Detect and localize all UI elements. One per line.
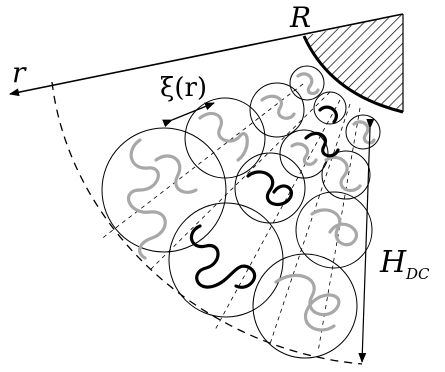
grey-chain-small-a — [260, 94, 296, 120]
blob-small-b — [279, 129, 329, 179]
blob-large-left — [101, 127, 227, 253]
label-hdc: H — [379, 245, 407, 280]
grey-chain-bottom-right — [274, 273, 341, 332]
blob-medium-upper — [184, 97, 266, 179]
radial-guide-lines — [99, 83, 361, 353]
grey-chain-right-mid — [324, 155, 362, 192]
black-chain-bottom — [189, 224, 257, 289]
label-hdc-sub: DC — [405, 265, 430, 283]
blob-large-bottom — [168, 202, 284, 318]
blob-tiny-c — [345, 114, 381, 150]
brush-outer-boundary — [51, 81, 363, 365]
core-boundary — [302, 35, 404, 114]
xi-arrow — [162, 102, 215, 128]
sector-edge-left — [9, 13, 404, 97]
blob-medium-right — [295, 191, 373, 269]
black-chain-center — [246, 170, 293, 207]
hdc-arrow — [358, 118, 375, 363]
blob-tiny-a — [289, 65, 325, 101]
grey-chain-upper — [198, 112, 249, 162]
grey-chains — [127, 72, 376, 332]
blobs — [101, 65, 381, 359]
grey-chain-small-b — [290, 142, 318, 166]
blob-small-a — [249, 82, 305, 138]
label-R: R — [289, 1, 311, 34]
label-r: r — [12, 56, 27, 89]
black-chains — [189, 105, 340, 289]
grey-chain-tiny-a — [296, 72, 320, 96]
blob-tiny-b — [313, 91, 347, 125]
black-chain-upper — [304, 105, 340, 158]
core-particle — [304, 14, 403, 112]
blob-medium-center — [234, 152, 306, 224]
label-xi: ξ(r) — [160, 73, 207, 103]
grey-chain-left — [127, 138, 198, 260]
grey-chain-right — [310, 208, 359, 247]
